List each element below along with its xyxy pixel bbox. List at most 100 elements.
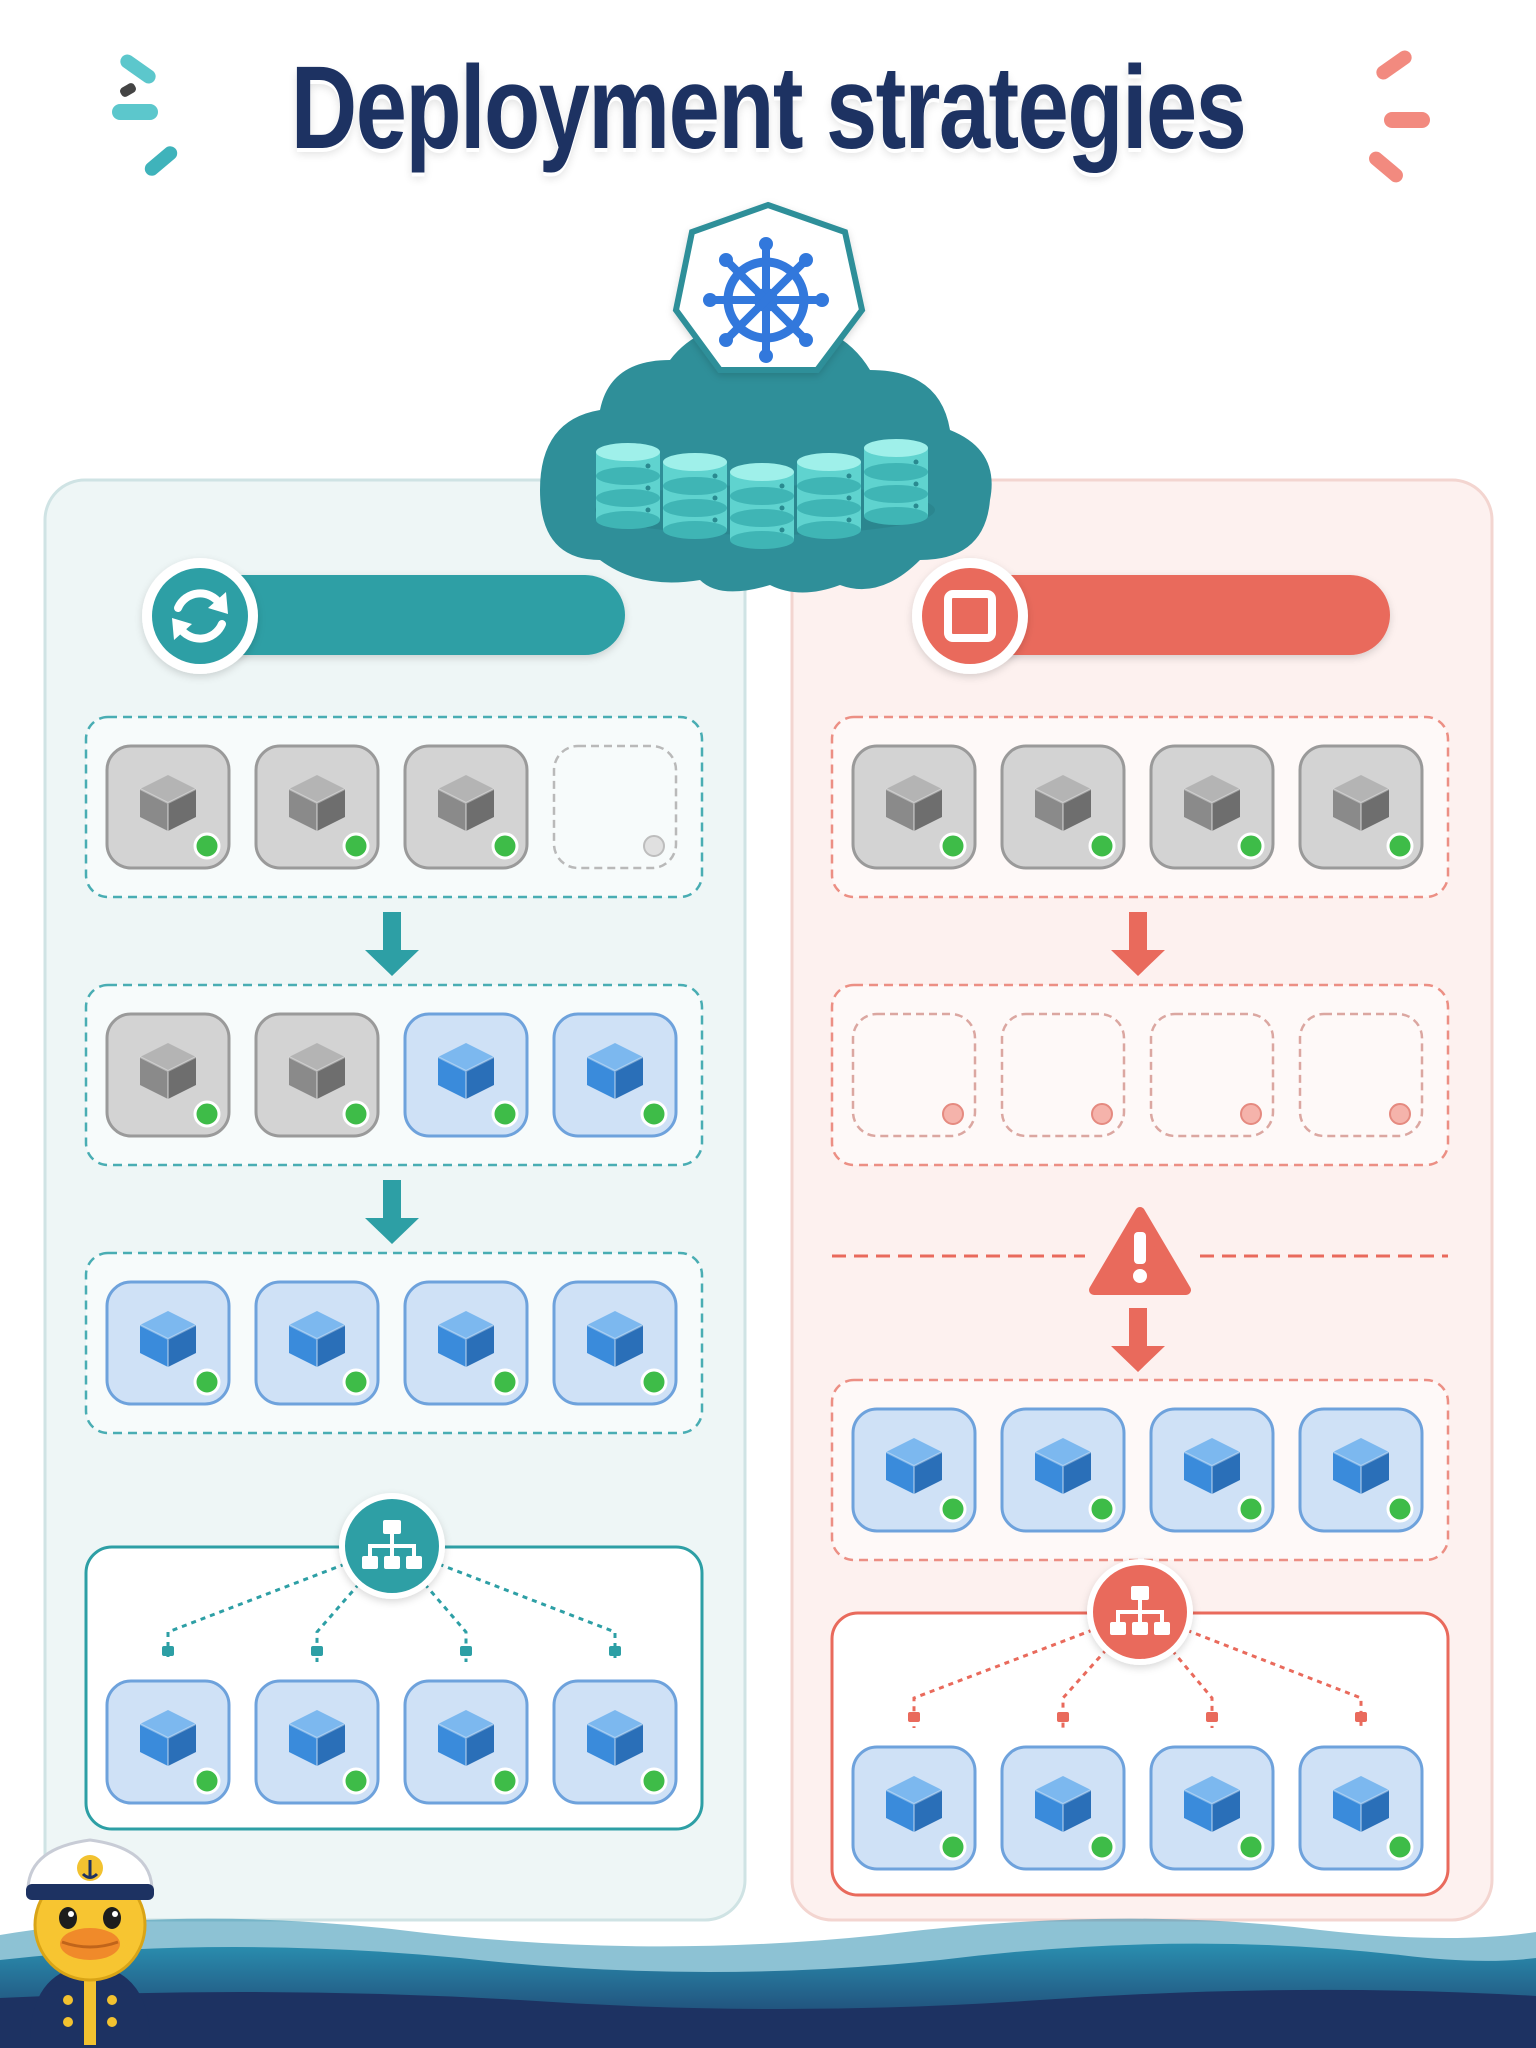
- pod-old: [254, 1012, 380, 1138]
- pod-new: [552, 1679, 678, 1805]
- container-cube-icon: [586, 1710, 644, 1766]
- recreate-arrows: [1111, 912, 1165, 1372]
- database-cylinder: [730, 463, 794, 549]
- lb-connector: [460, 1646, 472, 1656]
- page-title: Deployment strategies: [290, 42, 1247, 174]
- duck-captain-icon: [26, 1838, 154, 2048]
- pod-new: [403, 1679, 529, 1805]
- container-cube-icon: [139, 1311, 197, 1367]
- network-hierarchy-icon: [1087, 1559, 1193, 1665]
- pod-empty: [1149, 1012, 1275, 1138]
- status-indicator: [1088, 1495, 1116, 1523]
- database-cylinder: [797, 453, 861, 539]
- pod-new: [105, 1280, 231, 1406]
- status-indicator: [342, 1100, 370, 1128]
- lb-connector: [162, 1646, 174, 1656]
- pod-old: [254, 744, 380, 870]
- ocean-wave: [0, 1918, 1536, 2048]
- container-cube-icon: [1034, 1438, 1092, 1494]
- pod-new: [254, 1679, 380, 1805]
- container-cube-icon: [1332, 1776, 1390, 1832]
- status-indicator: [1088, 1833, 1116, 1861]
- status-indicator: [193, 1100, 221, 1128]
- pod-old: [1149, 744, 1275, 870]
- container-cube-icon: [586, 1043, 644, 1099]
- container-cube-icon: [885, 1776, 943, 1832]
- status-indicator: [1088, 832, 1116, 860]
- old-container-cube-icon: [288, 775, 346, 831]
- pod-empty: [1298, 1012, 1424, 1138]
- database-cylinder: [663, 453, 727, 539]
- pod-new: [1149, 1745, 1275, 1871]
- status-indicator: [193, 1767, 221, 1795]
- pod-new: [552, 1280, 678, 1406]
- network-hierarchy-icon: [339, 1493, 445, 1599]
- status-indicator: [939, 1833, 967, 1861]
- pod-new: [105, 1679, 231, 1805]
- lb-connector: [908, 1712, 920, 1722]
- container-cube-icon: [1034, 1776, 1092, 1832]
- status-indicator: [1237, 1495, 1265, 1523]
- pod-new: [403, 1012, 529, 1138]
- old-container-cube-icon: [139, 1043, 197, 1099]
- warning-icon: [1089, 1207, 1191, 1295]
- status-indicator: [1386, 1833, 1414, 1861]
- old-container-cube-icon: [288, 1043, 346, 1099]
- container-cube-icon: [288, 1311, 346, 1367]
- status-indicator: [939, 1495, 967, 1523]
- lb-connector: [1206, 1712, 1218, 1722]
- lb-connector: [609, 1646, 621, 1656]
- recreate-stage-boxes: [830, 715, 1450, 1562]
- status-indicator: [1237, 832, 1265, 860]
- container-cube-icon: [586, 1311, 644, 1367]
- title-sparkles-right: [1369, 50, 1430, 183]
- pod-old: [403, 744, 529, 870]
- status-indicator: [193, 832, 221, 860]
- pod-empty: [851, 1012, 977, 1138]
- database-stack-icon: [596, 439, 928, 549]
- lb-connector: [311, 1646, 323, 1656]
- status-indicator: [1386, 832, 1414, 860]
- stop-icon: [944, 590, 996, 642]
- container-cube-icon: [437, 1043, 495, 1099]
- container-cube-icon: [1183, 1776, 1241, 1832]
- container-cube-icon: [1332, 1438, 1390, 1494]
- pod-empty: [1000, 1012, 1126, 1138]
- status-indicator: [342, 1368, 370, 1396]
- pod-old: [851, 744, 977, 870]
- status-indicator: [1237, 1833, 1265, 1861]
- status-indicator: [491, 832, 519, 860]
- status-indicator: [491, 1100, 519, 1128]
- recreate-header: [912, 558, 1390, 674]
- title-sparkles-left: [112, 54, 178, 176]
- status-indicator: [491, 1767, 519, 1795]
- pod-new: [254, 1280, 380, 1406]
- rolling-update-header: [142, 558, 625, 674]
- status-indicator: [342, 832, 370, 860]
- pod-empty: [552, 744, 678, 870]
- pod-new: [552, 1012, 678, 1138]
- lb-connector: [1355, 1712, 1367, 1722]
- pod-new: [1000, 1745, 1126, 1871]
- container-cube-icon: [288, 1710, 346, 1766]
- rolling-update-arrows: [365, 912, 419, 1244]
- database-cylinder: [596, 443, 660, 529]
- status-indicator: [640, 1767, 668, 1795]
- pod-new: [1298, 1407, 1424, 1533]
- old-container-cube-icon: [885, 775, 943, 831]
- rolling-update-stage-boxes: [84, 715, 704, 1435]
- container-cube-icon: [437, 1710, 495, 1766]
- old-container-cube-icon: [1034, 775, 1092, 831]
- status-indicator: [1389, 1103, 1411, 1125]
- container-cube-icon: [1183, 1438, 1241, 1494]
- refresh-icon: [172, 589, 228, 643]
- old-container-cube-icon: [139, 775, 197, 831]
- container-cube-icon: [885, 1438, 943, 1494]
- status-indicator: [1091, 1103, 1113, 1125]
- status-indicator: [1240, 1103, 1262, 1125]
- pod-new: [851, 1407, 977, 1533]
- status-indicator: [193, 1368, 221, 1396]
- status-indicator: [342, 1767, 370, 1795]
- pod-old: [105, 1012, 231, 1138]
